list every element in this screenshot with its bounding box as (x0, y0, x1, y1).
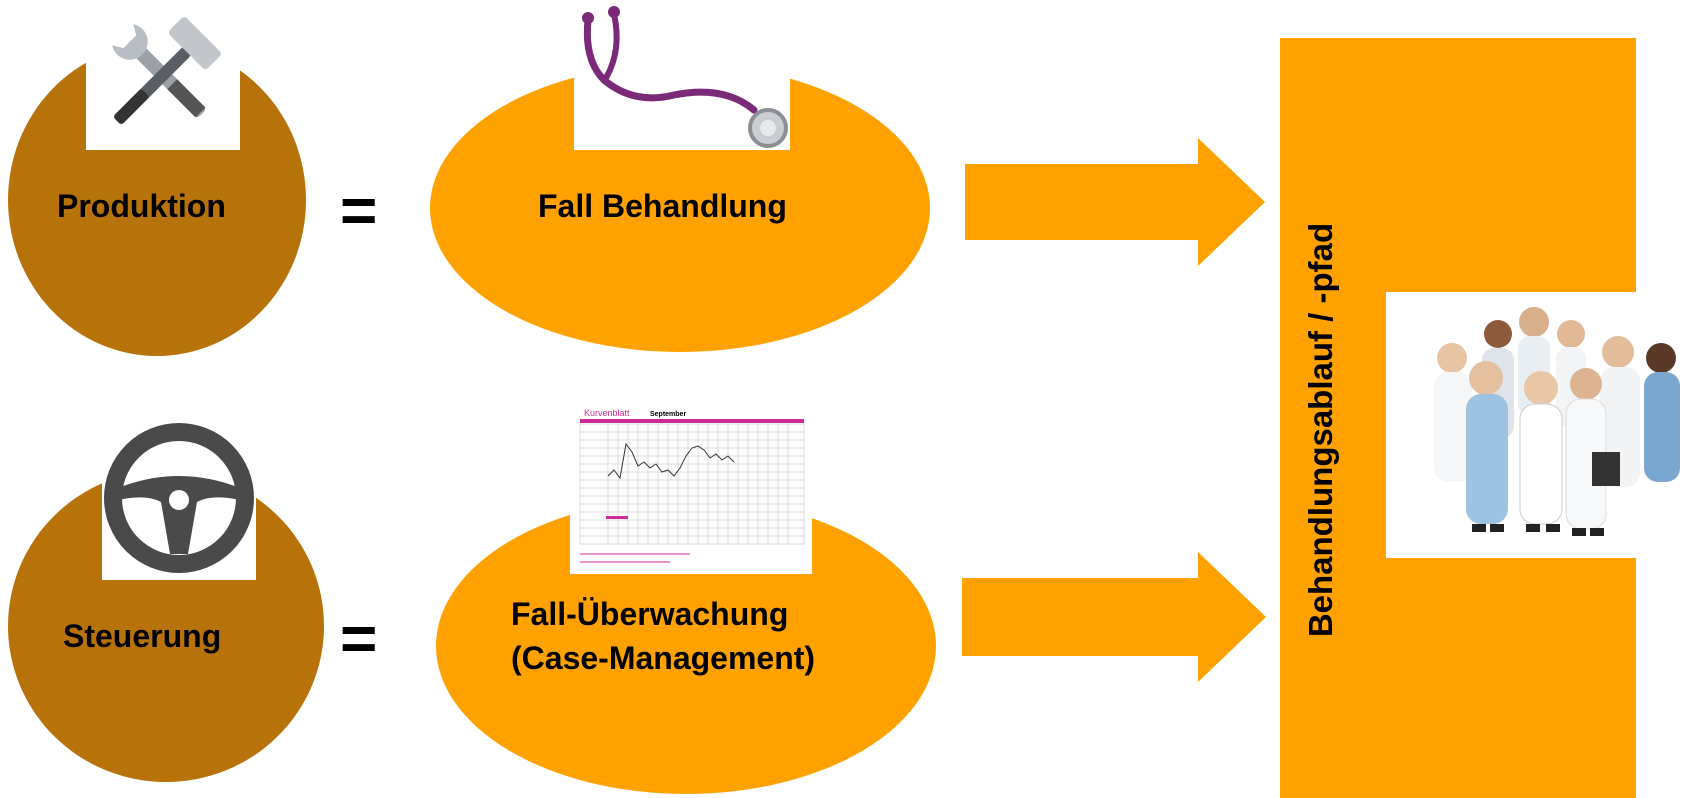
steering-wheel-icon-box (102, 412, 256, 580)
produktion-label: Produktion (57, 188, 226, 224)
fall-ueberwachung-label-line1: Fall-Überwachung (511, 596, 789, 632)
behandlungspfad-label: Behandlungsablauf / -pfad (1302, 222, 1339, 638)
equals-sign: = (340, 174, 378, 246)
stethoscope-icon-box (574, 0, 790, 150)
steering-wheel-icon (104, 423, 254, 573)
equals-sign: = (340, 602, 378, 674)
hammer-wrench-icon-box (86, 0, 240, 150)
fall-behandlung-label: Fall Behandlung (538, 188, 787, 224)
steuerung-label: Steuerung (63, 618, 222, 654)
arrow-right-1 (965, 138, 1265, 266)
chart-thumbnail-title: Kurvenblatt (584, 408, 630, 418)
arrow-right-2 (962, 552, 1266, 682)
fall-ueberwachung-label-line2: (Case-Management) (511, 640, 816, 676)
temperature-chart-thumbnail: Kurvenblatt September (570, 406, 812, 574)
hammer-wrench-icon (112, 17, 221, 124)
medical-team-photo (1386, 292, 1698, 558)
chart-thumbnail-month: September (650, 411, 686, 418)
stethoscope-icon (582, 6, 788, 148)
behandlungspfad-label-wrap: Behandlungsablauf / -pfad (1296, 160, 1346, 700)
